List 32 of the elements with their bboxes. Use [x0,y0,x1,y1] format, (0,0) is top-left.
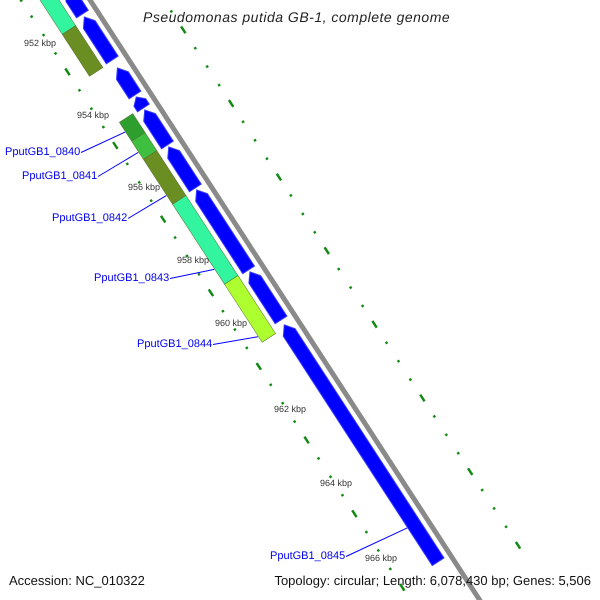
gene-label: PputGB1_0840 [5,146,80,159]
scale-label: 960 kbp [215,318,248,328]
leader-line [128,195,167,219]
gene-block [131,132,158,160]
leader-line [346,527,408,557]
leader-line [170,268,215,279]
leader-line [98,152,139,177]
gene-label: PputGB1_0845 [270,550,346,563]
scale-label: 952 kbp [24,38,56,48]
scale-label: 966 kbp [365,553,398,564]
gene-label: PputGB1_0842 [52,212,128,225]
gene-label: PputGB1_0841 [22,170,98,183]
footer-text: Topology: circular; Length: 6,078,430 bp; Genes: 5,506 [274,574,591,589]
gene-feature [116,67,142,100]
gene-feature [195,189,256,274]
scale-label: 954 kbp [77,110,110,120]
gene-feature [133,96,150,112]
gene-label: PputGB1_0843 [94,272,170,285]
map-title: Pseudomonas putida GB-1, complete genome [143,9,450,26]
leader-line [212,336,258,345]
scale-label: 956 kbp [128,182,160,192]
gene-feature [82,16,119,64]
gene-feature [167,146,202,192]
footer-text: Accession: NC_010322 [9,574,145,589]
leader-line [80,132,126,153]
gene-feature [65,0,89,18]
gene-label: PputGB1_0844 [137,338,212,351]
gene-feature [248,271,288,324]
scale-label: 958 kbp [177,255,210,266]
gene-feature [143,109,174,150]
scale-label: 964 kbp [320,478,352,488]
scale-label: 962 kbp [274,404,306,414]
